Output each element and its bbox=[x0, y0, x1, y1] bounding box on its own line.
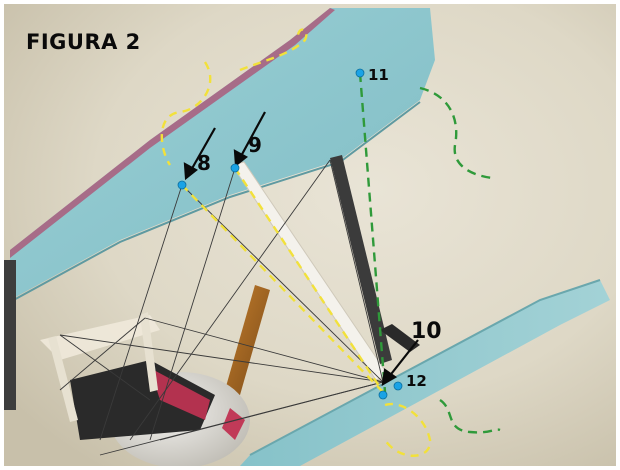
attachment-points bbox=[177, 68, 403, 400]
point-8-marker bbox=[177, 180, 187, 190]
propeller-blade bbox=[225, 285, 270, 395]
upper-wing bbox=[9, 8, 435, 303]
callout-10: 10 bbox=[411, 319, 442, 344]
yellow-guides bbox=[160, 28, 432, 457]
callout-11: 11 bbox=[368, 66, 389, 84]
point-11-marker bbox=[355, 68, 365, 78]
figure-title: FIGURA 2 bbox=[26, 30, 141, 54]
callout-arrows bbox=[183, 111, 419, 387]
callout-8: 8 bbox=[197, 151, 211, 175]
callout-12: 12 bbox=[406, 372, 427, 390]
point-9-marker bbox=[230, 163, 240, 173]
point-12-marker bbox=[393, 381, 403, 391]
callout-9: 9 bbox=[248, 133, 262, 157]
dark-edge bbox=[4, 260, 16, 410]
lower-wing bbox=[240, 279, 610, 466]
green-guides bbox=[358, 72, 501, 434]
point-10-marker bbox=[378, 390, 388, 400]
